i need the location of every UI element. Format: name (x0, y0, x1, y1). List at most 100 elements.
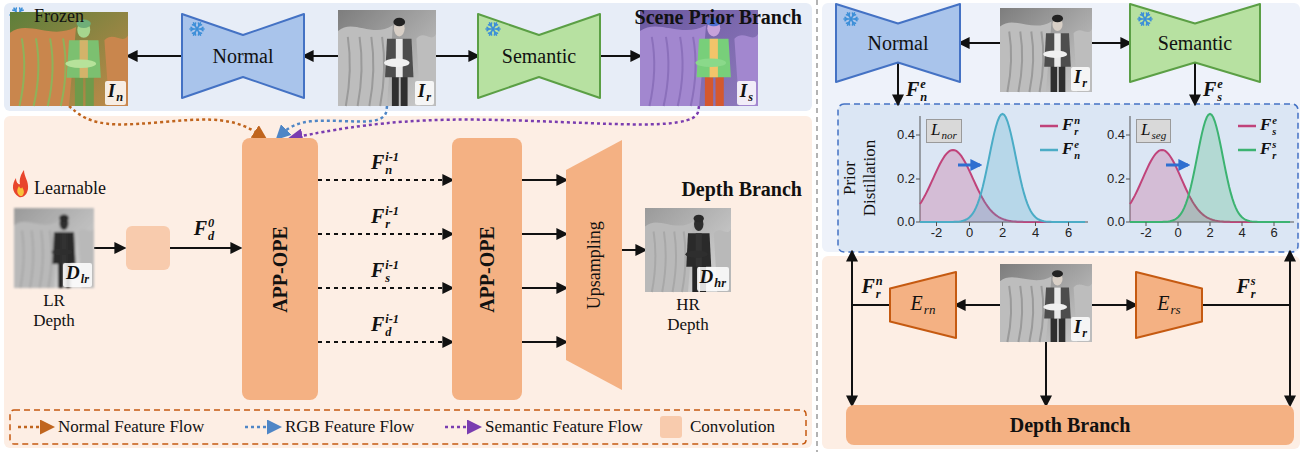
decoration (495, 32, 497, 34)
decoration (489, 24, 491, 26)
connector-arrow (318, 341, 452, 343)
connector-arrow (1092, 304, 1136, 306)
decoration (916, 135, 920, 136)
decoration (1126, 222, 1130, 223)
block-label: Depth Branch (1010, 414, 1131, 437)
legend-text: RGB Feature Flow (285, 417, 414, 437)
decoration (1000, 276, 1052, 342)
text-part: se (1272, 115, 1277, 137)
legend-sample (1040, 149, 1058, 152)
block-label: Ers (1157, 292, 1180, 318)
decoration (193, 32, 195, 34)
decoration (48, 230, 51, 288)
legend-text: Normal Feature Flow (58, 417, 204, 437)
connector-arrow (522, 287, 566, 289)
text-part: s (385, 272, 390, 285)
decoration (1051, 63, 1057, 92)
legend-text: Semantic Feature Flow (485, 417, 643, 437)
image-caption: HR Depth (657, 295, 719, 334)
density-curve (920, 114, 1085, 222)
decoration (916, 179, 920, 180)
decoration (1054, 33, 1060, 67)
legend-sample (1040, 125, 1058, 128)
panel-ground (822, 256, 1300, 449)
text-part: n (116, 90, 123, 104)
text-part: F (371, 151, 384, 173)
panel-divider (816, 0, 818, 452)
text-part: F (1260, 115, 1271, 134)
decoration (358, 37, 362, 106)
tick-label: 0.2 (1107, 172, 1125, 187)
decoration (1141, 14, 1143, 16)
decoration (1142, 13, 1149, 25)
text-part: d0 (208, 217, 214, 243)
decoration (338, 10, 436, 106)
decoration (566, 140, 622, 390)
trapezoid-block: Ern (890, 272, 956, 338)
connector-arrow (69, 106, 265, 138)
decoration (1052, 270, 1063, 277)
text-part: 0 (208, 217, 214, 230)
decoration (645, 208, 731, 292)
text-part: di-1 (385, 313, 399, 339)
text-part: F (371, 205, 384, 227)
connector-arrow (436, 55, 478, 57)
text-part: rs (1272, 139, 1276, 161)
decoration (1000, 264, 1092, 342)
decoration (191, 27, 193, 29)
tick-label: 0.4 (1107, 128, 1125, 143)
text-part: i-1 (385, 259, 399, 272)
decoration (710, 39, 718, 77)
block-label: Semantic (502, 45, 576, 68)
decoration (10, 12, 128, 106)
decoration (1040, 32, 1044, 92)
tick-label: 0 (1174, 226, 1181, 241)
branch-note: Frozen (34, 6, 84, 27)
decoration (847, 14, 849, 16)
decoration (916, 222, 920, 223)
decoration (664, 37, 669, 106)
trapezoid-shape (890, 272, 956, 338)
text-part: se (1217, 78, 1223, 104)
connector-arrow (1202, 252, 1290, 305)
image-label: Is (737, 81, 756, 105)
decoration (694, 215, 704, 223)
decoration (1000, 8, 1092, 92)
decoration (489, 32, 491, 34)
legend-sample (1238, 149, 1256, 152)
decoration (490, 23, 497, 35)
decoration (104, 36, 128, 107)
text-part: n (1074, 150, 1080, 161)
tick-label: 0.4 (897, 128, 915, 143)
connector-arrow (304, 55, 338, 57)
tick-label: 2 (1206, 226, 1213, 241)
connector-arrow (291, 106, 699, 138)
legend-text: Frs (1260, 139, 1276, 161)
text-part: n (1074, 115, 1080, 126)
image-node: Ir (1000, 8, 1092, 92)
text-part: r (1251, 288, 1256, 301)
decoration (346, 37, 350, 106)
branch-title: Scene Prior Branch (635, 6, 802, 29)
decoration (52, 248, 73, 255)
connector-arrow (622, 249, 645, 251)
decoration (707, 20, 720, 36)
block-label: APP-OPE (269, 226, 292, 313)
tick-label: -2 (1140, 226, 1152, 241)
process-box: Depth Branch (846, 405, 1294, 445)
feature-label: Fd0 (194, 217, 215, 243)
text-part: d (385, 326, 391, 339)
trapezoid-block: Ers (1136, 272, 1202, 338)
legend-sample (245, 426, 279, 429)
tick-label: 0.0 (897, 215, 915, 230)
image-node: Ir (1000, 264, 1092, 342)
decoration (1007, 32, 1011, 92)
image-node: In (10, 12, 128, 106)
text-part: ne (920, 78, 927, 104)
decoration (14, 208, 94, 288)
decoration (673, 232, 677, 292)
decoration (393, 18, 405, 27)
decoration (640, 25, 706, 106)
decoration (401, 73, 408, 106)
feature-label: Fni-1 (371, 151, 399, 177)
